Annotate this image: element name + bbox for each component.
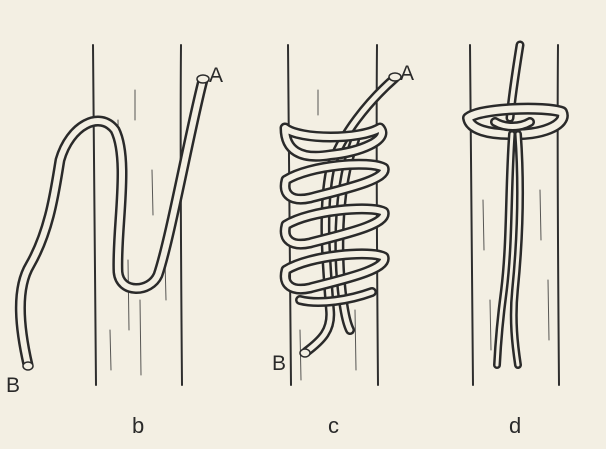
panel-d: d (468, 45, 563, 438)
rope-end-a-label: A (209, 64, 223, 87)
panel-c: A B c (272, 45, 414, 438)
panel-caption-c: c (328, 413, 339, 438)
panel-caption-d: d (509, 413, 521, 438)
rope-end-a-label: A (400, 62, 414, 85)
rope-c (285, 73, 401, 357)
rope-end-b-label: B (272, 352, 286, 375)
rope-end-b-label: B (6, 374, 20, 397)
panel-b: A B b (6, 45, 223, 438)
panel-caption-b: b (132, 413, 144, 438)
